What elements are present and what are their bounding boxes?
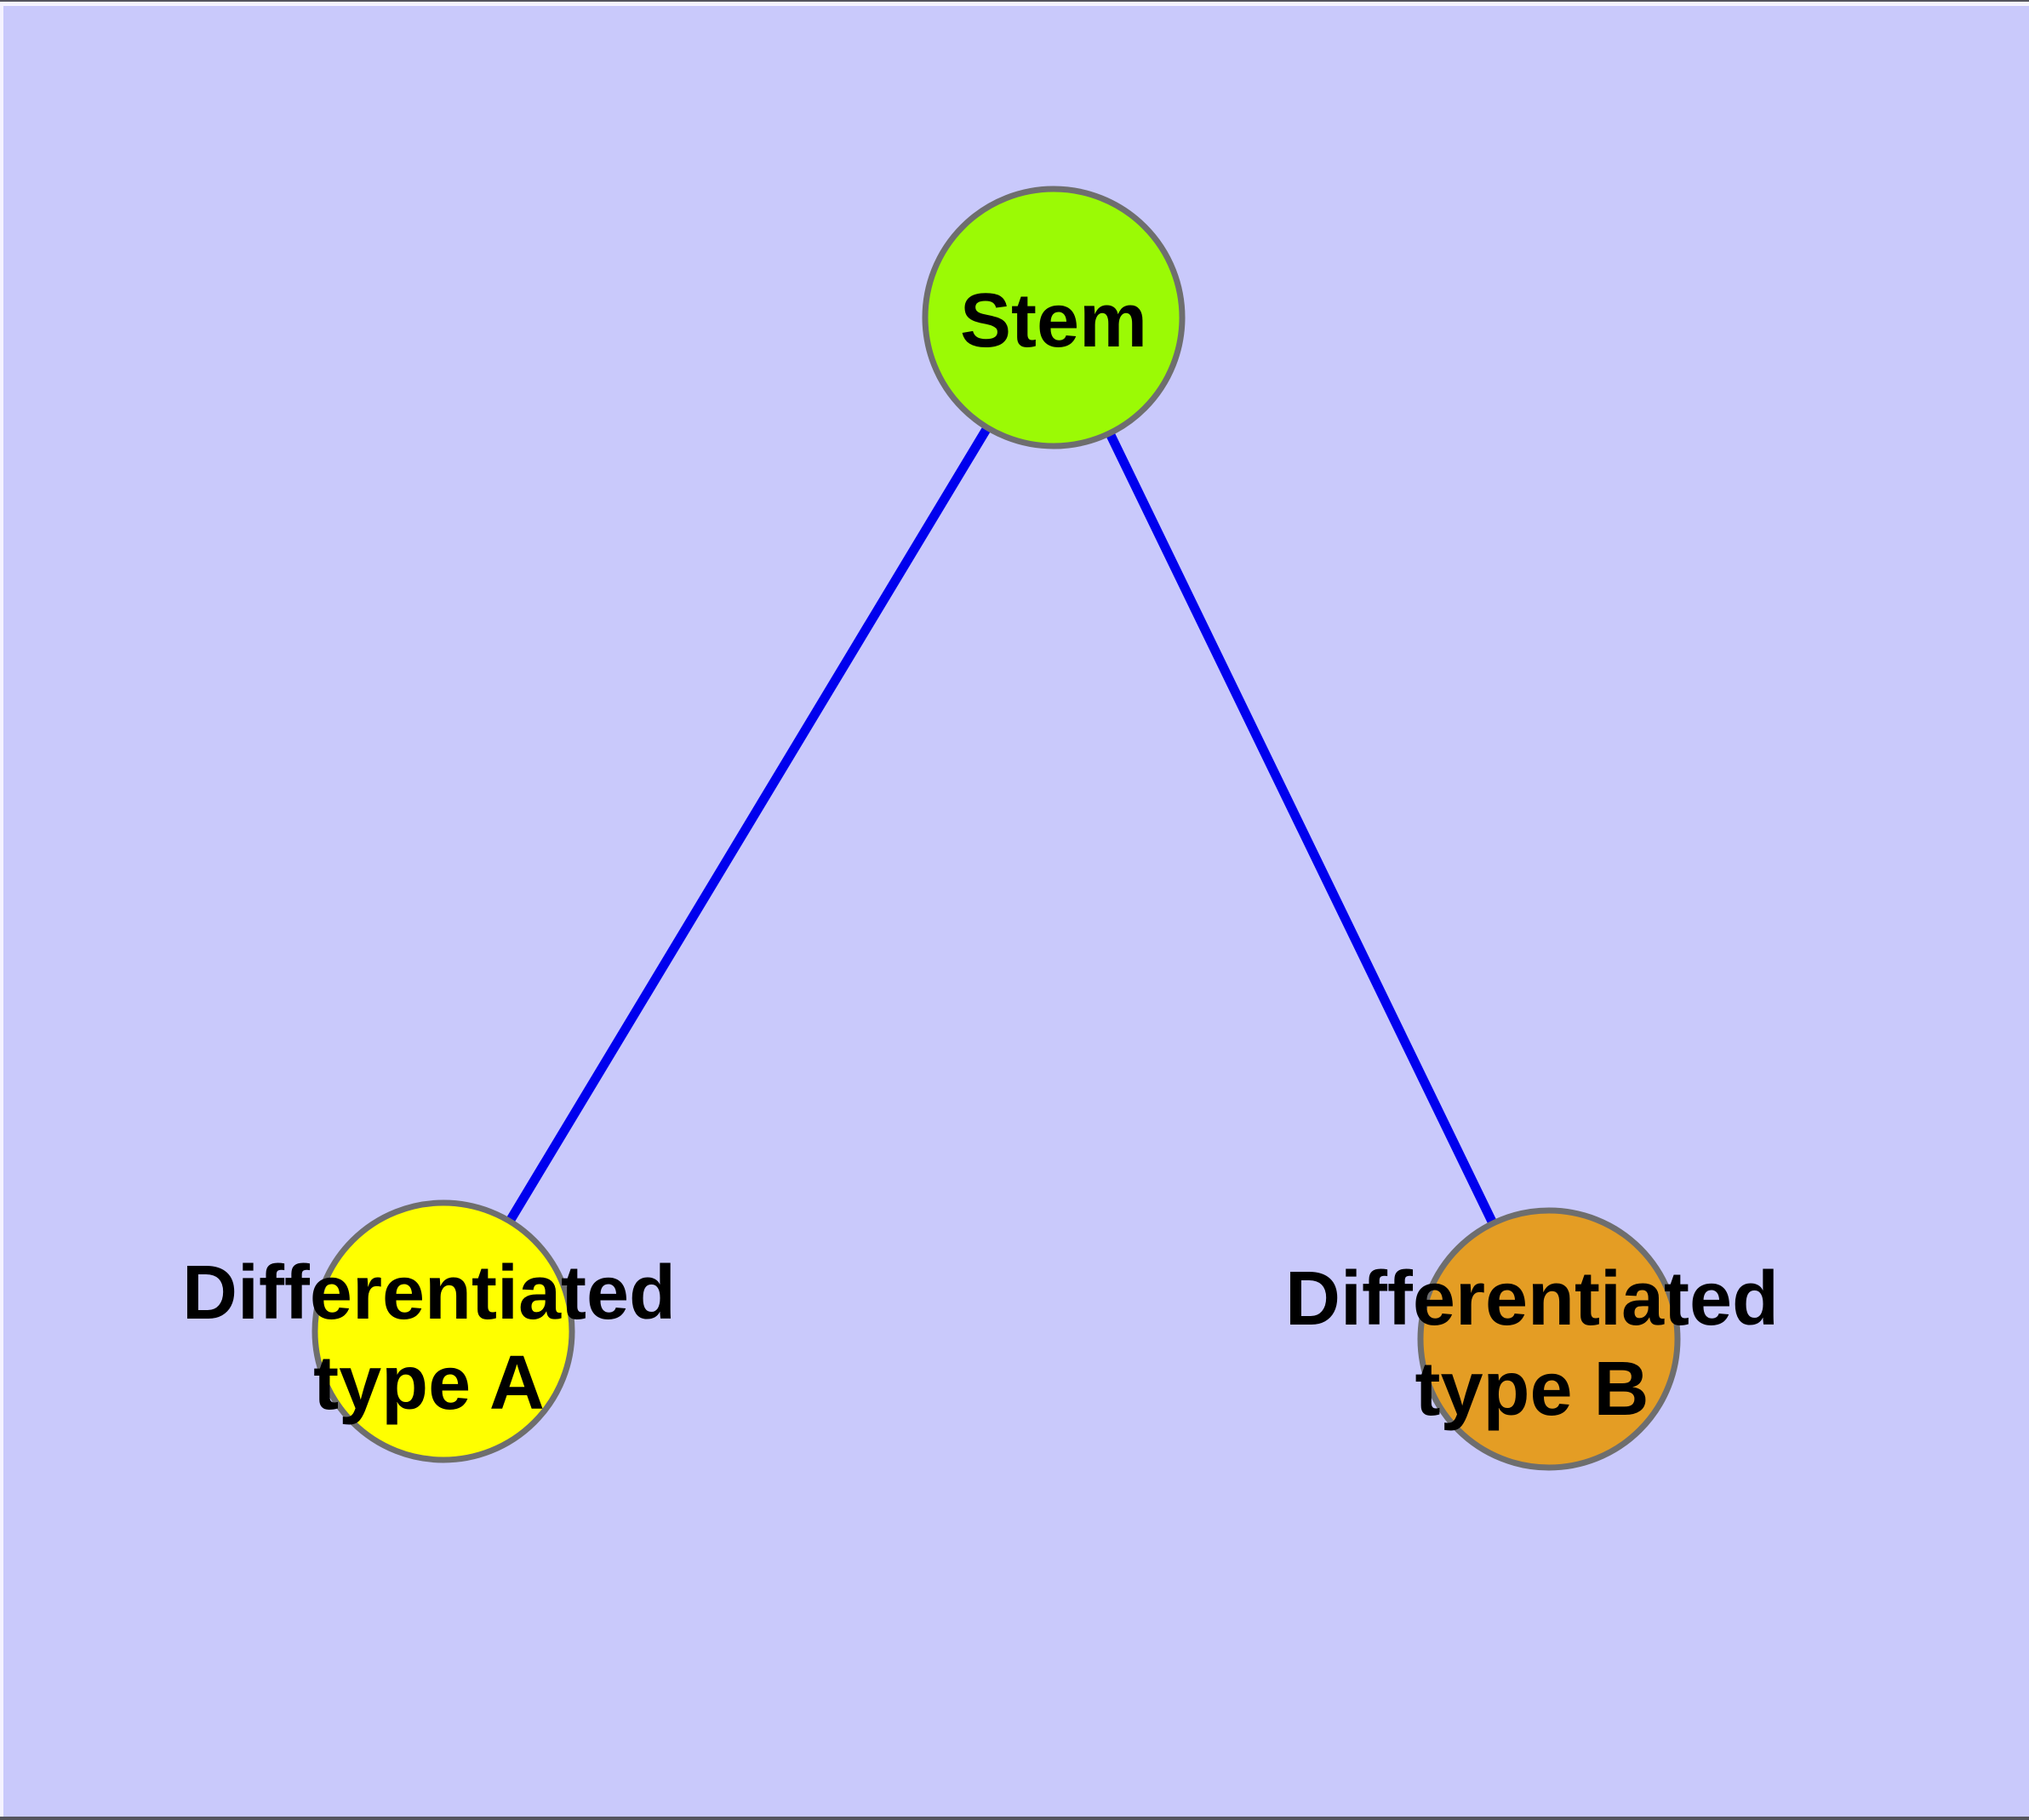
node-stem-label: Stem [960, 278, 1147, 363]
node-stem-circle [922, 186, 1186, 449]
node-typeA-label-line1: Differentiated [182, 1251, 676, 1336]
node-typeB-label-line2: type B [1415, 1347, 1649, 1432]
node-layer: Stem Differentiated type A Differentiate… [182, 186, 1779, 1471]
edge-layer [439, 315, 1553, 1342]
edge-stem-to-typeA [439, 315, 1058, 1334]
node-typeB-circle [1417, 1207, 1681, 1471]
window-bevel-top-highlight [0, 2, 2029, 6]
window-bevel-left-highlight [0, 2, 3, 1817]
edge-stem-to-typeB [1049, 315, 1553, 1342]
node-typeA-circle [311, 1199, 575, 1463]
node-typeA-label-line2: type A [313, 1341, 545, 1426]
window-bevel-top-line [0, 0, 2029, 2]
node-typeB-label-line1: Differentiated [1285, 1256, 1779, 1342]
window-bevel-bottom-line [0, 1817, 2029, 1820]
